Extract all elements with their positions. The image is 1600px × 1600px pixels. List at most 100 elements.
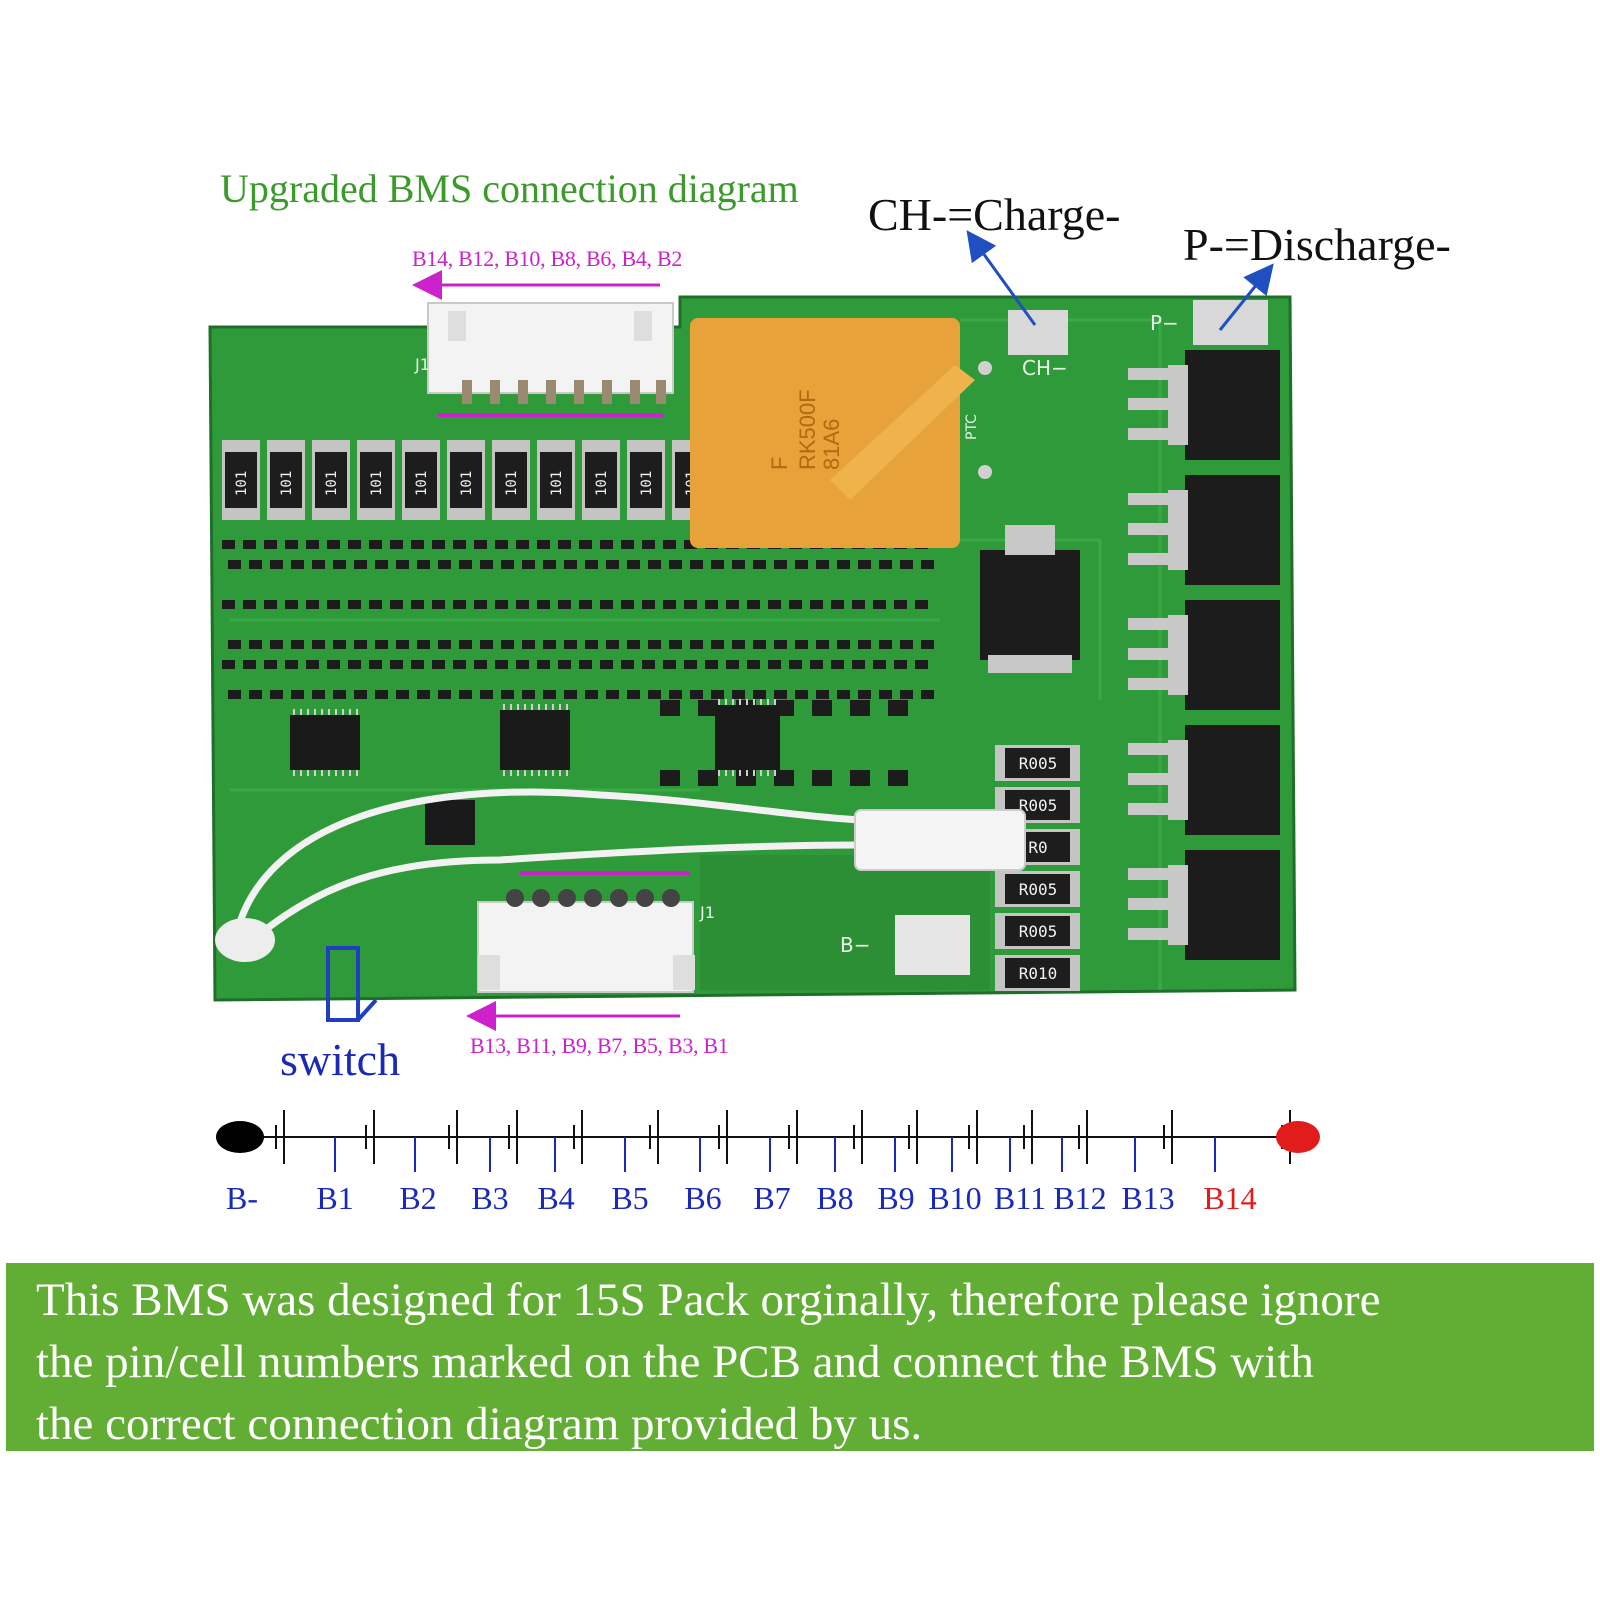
wire-label: B4: [537, 1180, 575, 1216]
smd-part: [873, 660, 886, 669]
note-line-1: This BMS was designed for 15S Pack orgin…: [36, 1274, 1381, 1326]
smd-part: [669, 690, 682, 699]
shunt-code: R005: [1019, 754, 1058, 773]
smd-part: [642, 540, 655, 549]
smd-part: [459, 690, 472, 699]
smd-part: [747, 660, 760, 669]
smd-part: [705, 660, 718, 669]
smd-part: [585, 640, 598, 649]
smd-part: [411, 660, 424, 669]
smd-part: [585, 560, 598, 569]
smd-part: [774, 560, 787, 569]
note-line-2: the pin/cell numbers marked on the PCB a…: [36, 1336, 1314, 1388]
smd-part: [249, 560, 262, 569]
resistor-code: 101: [234, 471, 250, 496]
smd-part: [270, 640, 283, 649]
smd-part: [453, 540, 466, 549]
smd-part: [816, 640, 829, 649]
switch-plug: [854, 809, 1026, 871]
smd-part: [732, 560, 745, 569]
smd-part: [774, 640, 787, 649]
smd-part: [270, 560, 283, 569]
smd-part: [879, 640, 892, 649]
smd-part: [228, 560, 241, 569]
ic-u1: [715, 705, 780, 770]
wire-label: B6: [684, 1180, 722, 1216]
shunt-code: R005: [1019, 796, 1058, 815]
wire-label: B9: [877, 1180, 915, 1216]
top-connector-pin-label: B14, B12, B10, B8, B6, B4, B2: [412, 246, 683, 271]
ptc-marking-1: F: [767, 457, 792, 470]
smd-part: [480, 560, 493, 569]
smd-part: [249, 640, 262, 649]
smd-part: [285, 600, 298, 609]
smd-part: [474, 600, 487, 609]
shunt-resistor: R010: [995, 955, 1080, 991]
smd-part: [285, 660, 298, 669]
smd-part: [291, 640, 304, 649]
bottom-connector-pin-label: B13, B11, B9, B7, B5, B3, B1: [470, 1033, 729, 1058]
smd-part: [348, 600, 361, 609]
smd-part: [600, 540, 613, 549]
discharge-arrow: [1218, 263, 1274, 331]
b-minus-pad: [895, 915, 970, 975]
balance-resistor: 101: [222, 440, 260, 520]
smd-part: [732, 640, 745, 649]
bottom-connector-silk: J1: [699, 903, 715, 922]
ptc-fuse: F RK500F 81A6: [690, 318, 992, 548]
smd-part: [648, 560, 661, 569]
smd-part: [648, 690, 661, 699]
mosfet: [1128, 725, 1280, 835]
smd-part: [375, 560, 388, 569]
smd-part: [396, 560, 409, 569]
smd-part: [222, 660, 235, 669]
wire-label: B1: [316, 1180, 354, 1216]
smd-part: [753, 690, 766, 699]
smd-part: [564, 640, 577, 649]
smd-part: [915, 660, 928, 669]
smd-part: [327, 660, 340, 669]
smd-part: [879, 560, 892, 569]
smd-part: [606, 640, 619, 649]
smd-part: [291, 560, 304, 569]
smd-part: [390, 600, 403, 609]
wire-knot: [215, 918, 275, 962]
shunt-code: R0: [1028, 838, 1047, 857]
wire-label: B14: [1203, 1180, 1257, 1216]
smd-part: [564, 560, 577, 569]
diagram-title: Upgraded BMS connection diagram: [220, 166, 799, 211]
smd-part: [850, 700, 870, 716]
smd-part: [873, 600, 886, 609]
ch-pad: [1008, 310, 1068, 355]
smd-part: [285, 540, 298, 549]
wire-label: B8: [816, 1180, 854, 1216]
smd-part: [879, 690, 892, 699]
smd-part: [795, 640, 808, 649]
smd-part: [831, 600, 844, 609]
smd-part: [831, 660, 844, 669]
discharge-label: P-=Discharge-: [1183, 219, 1451, 270]
smd-part: [660, 770, 680, 786]
smd-part: [438, 690, 451, 699]
resistor-code: 101: [279, 471, 295, 496]
smd-part: [579, 600, 592, 609]
ic-u5: [290, 715, 360, 770]
smd-part: [522, 560, 535, 569]
note-line-3: the correct connection diagram provided …: [36, 1398, 923, 1450]
mosfet: [1128, 350, 1280, 460]
smd-part: [753, 640, 766, 649]
shunt-code: R005: [1019, 880, 1058, 899]
smd-part: [579, 660, 592, 669]
smd-part: [684, 660, 697, 669]
smd-part: [417, 690, 430, 699]
smd-part: [858, 690, 871, 699]
smd-part: [375, 690, 388, 699]
smd-part: [264, 540, 277, 549]
smd-part: [698, 700, 718, 716]
smd-part: [390, 540, 403, 549]
smd-part: [243, 660, 256, 669]
smd-part: [642, 660, 655, 669]
smd-part: [369, 600, 382, 609]
smd-part: [732, 690, 745, 699]
